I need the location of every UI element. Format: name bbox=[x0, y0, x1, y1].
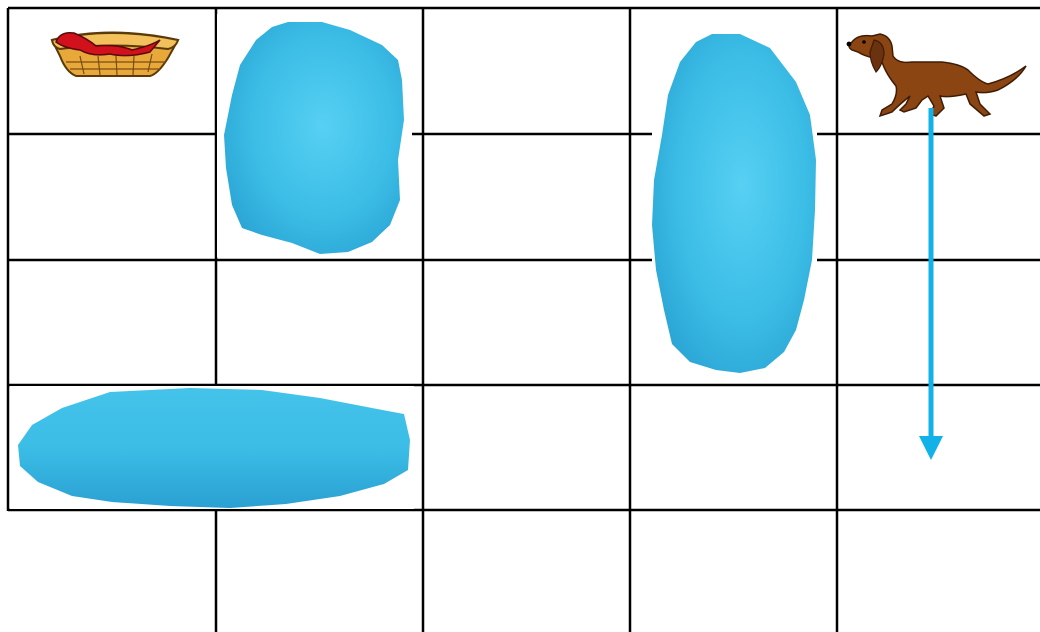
puddle bbox=[652, 14, 817, 376]
dog-icon bbox=[847, 34, 1026, 116]
puddle bbox=[10, 386, 414, 509]
move-arrow bbox=[919, 108, 943, 460]
pie-basket-icon bbox=[52, 33, 178, 77]
puddle bbox=[217, 14, 412, 257]
